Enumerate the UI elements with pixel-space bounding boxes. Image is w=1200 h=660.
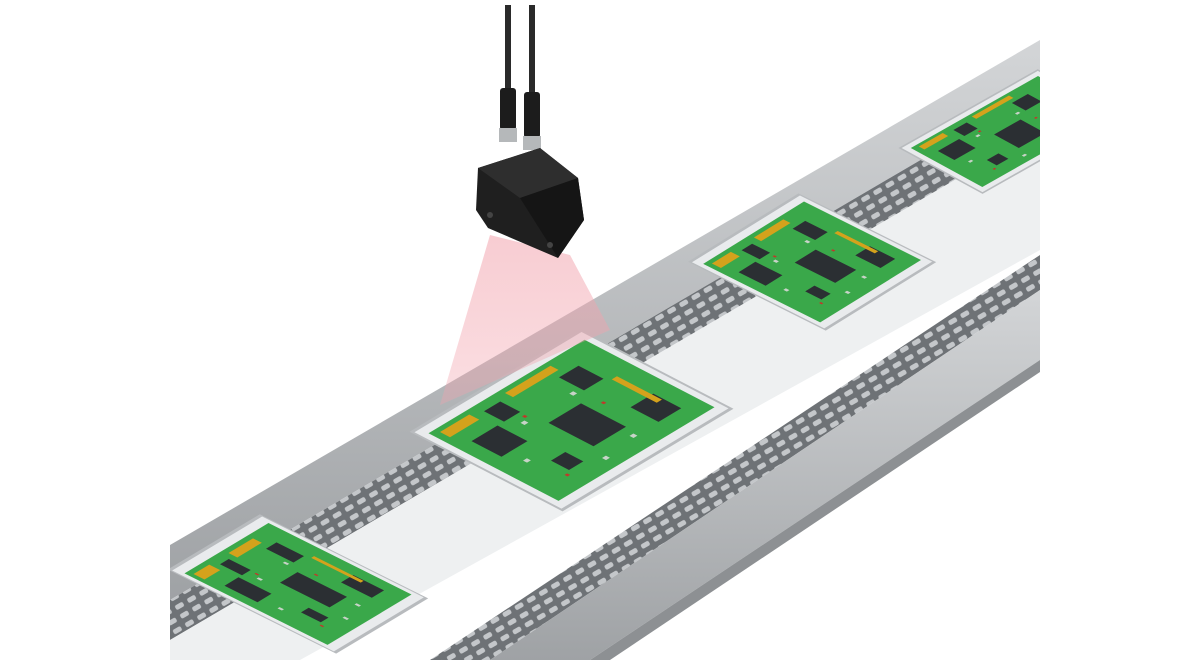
- front-rail-edge: [590, 360, 1040, 660]
- vision-sensor-camera: [476, 148, 584, 258]
- laser-beam: [440, 235, 610, 405]
- camera-cable-right: [529, 5, 535, 95]
- camera-cable-left: [505, 5, 511, 90]
- back-rail: [170, 40, 1040, 600]
- cable-connector-left: [499, 88, 517, 142]
- conveyor-chain-front: [430, 255, 1040, 660]
- front-rail: [490, 290, 1040, 660]
- cable-connector-right: [523, 92, 541, 150]
